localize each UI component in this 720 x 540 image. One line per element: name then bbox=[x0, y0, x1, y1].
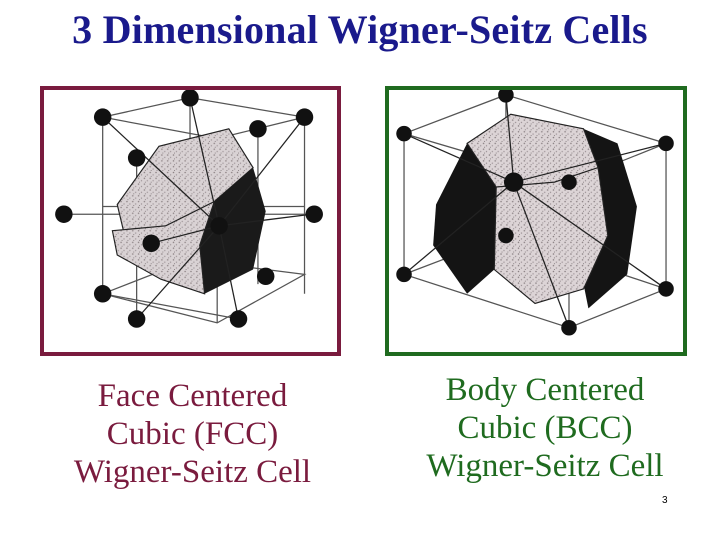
atom bbox=[396, 266, 412, 283]
atom bbox=[658, 281, 674, 297]
fcc-cell-dark-face bbox=[199, 167, 266, 294]
atom bbox=[229, 310, 248, 328]
atom bbox=[127, 149, 146, 167]
bcc-caption-line: Wigner-Seitz Cell bbox=[426, 448, 664, 484]
fcc-wigner-seitz-illustration bbox=[55, 90, 323, 328]
fcc-caption-line: Face Centered bbox=[97, 378, 288, 414]
atom bbox=[498, 90, 514, 103]
slide-number: 3 bbox=[662, 495, 668, 506]
fcc-cell-front-face bbox=[111, 200, 216, 295]
fcc-caption-line: Wigner-Seitz Cell bbox=[73, 454, 312, 490]
bcc-diagram-panel bbox=[385, 86, 687, 356]
fcc-atoms bbox=[55, 90, 323, 328]
atom bbox=[561, 319, 577, 336]
atom bbox=[658, 135, 674, 152]
bcc-cell-dark-left bbox=[433, 143, 497, 294]
atom bbox=[127, 310, 146, 328]
atom bbox=[142, 234, 160, 253]
atom bbox=[295, 108, 314, 126]
atom bbox=[93, 285, 112, 303]
atom bbox=[55, 205, 73, 223]
atom bbox=[561, 174, 577, 190]
atom bbox=[249, 120, 267, 138]
atom bbox=[396, 125, 412, 142]
atom bbox=[210, 217, 228, 235]
atom bbox=[305, 205, 323, 223]
bcc-wigner-seitz-illustration bbox=[396, 90, 674, 336]
bcc-caption-line: Body Centered bbox=[445, 372, 645, 408]
fcc-caption-line: Cubic (FCC) bbox=[106, 416, 279, 452]
fcc-diagram-panel bbox=[40, 86, 341, 356]
atom bbox=[256, 267, 275, 286]
atom bbox=[181, 90, 199, 107]
atom bbox=[498, 227, 514, 244]
atom bbox=[503, 172, 524, 192]
slide-title: 3 Dimensional Wigner-Seitz Cells bbox=[72, 7, 648, 52]
fcc-caption: Face Centered Cubic (FCC) Wigner-Seitz C… bbox=[40, 377, 345, 491]
bcc-bonds bbox=[403, 94, 667, 328]
atom bbox=[93, 108, 112, 126]
bcc-caption-line: Cubic (BCC) bbox=[457, 410, 633, 446]
bcc-atoms bbox=[396, 90, 674, 336]
bcc-caption: Body Centered Cubic (BCC) Wigner-Seitz C… bbox=[380, 371, 710, 485]
fcc-bonds bbox=[102, 97, 312, 320]
